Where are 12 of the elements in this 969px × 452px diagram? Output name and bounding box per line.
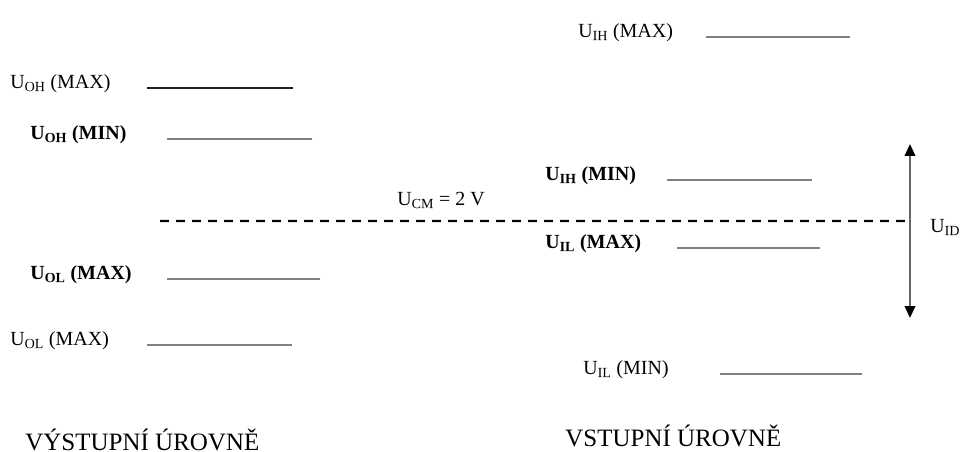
level-label: U$_{ID}$ xyxy=(930,218,959,236)
level-label: U$_{OH}$ (MAX) xyxy=(10,74,110,92)
level-label: U$_{IH}$ (MAX) xyxy=(578,23,672,42)
level-label: U$_{OH}$ (MIN) xyxy=(30,125,126,144)
level-label: U$_{IL}$ (MAX) xyxy=(546,234,640,252)
level-label: U$_{CM}$ = 2 V xyxy=(398,192,484,208)
level-label: U$_{OL}$ (MAX) xyxy=(10,331,108,350)
heading: VSTUPNÍ ÚROVNĚ xyxy=(565,424,780,446)
level-label: U$_{OL}$ (MAX) xyxy=(30,265,131,284)
level-label: U$_{IL}$ (MIN) xyxy=(584,360,668,378)
level-label: U$_{IH}$ (MIN) xyxy=(546,166,636,184)
heading: VÝSTUPNÍ ÚROVNĚ xyxy=(26,428,258,450)
